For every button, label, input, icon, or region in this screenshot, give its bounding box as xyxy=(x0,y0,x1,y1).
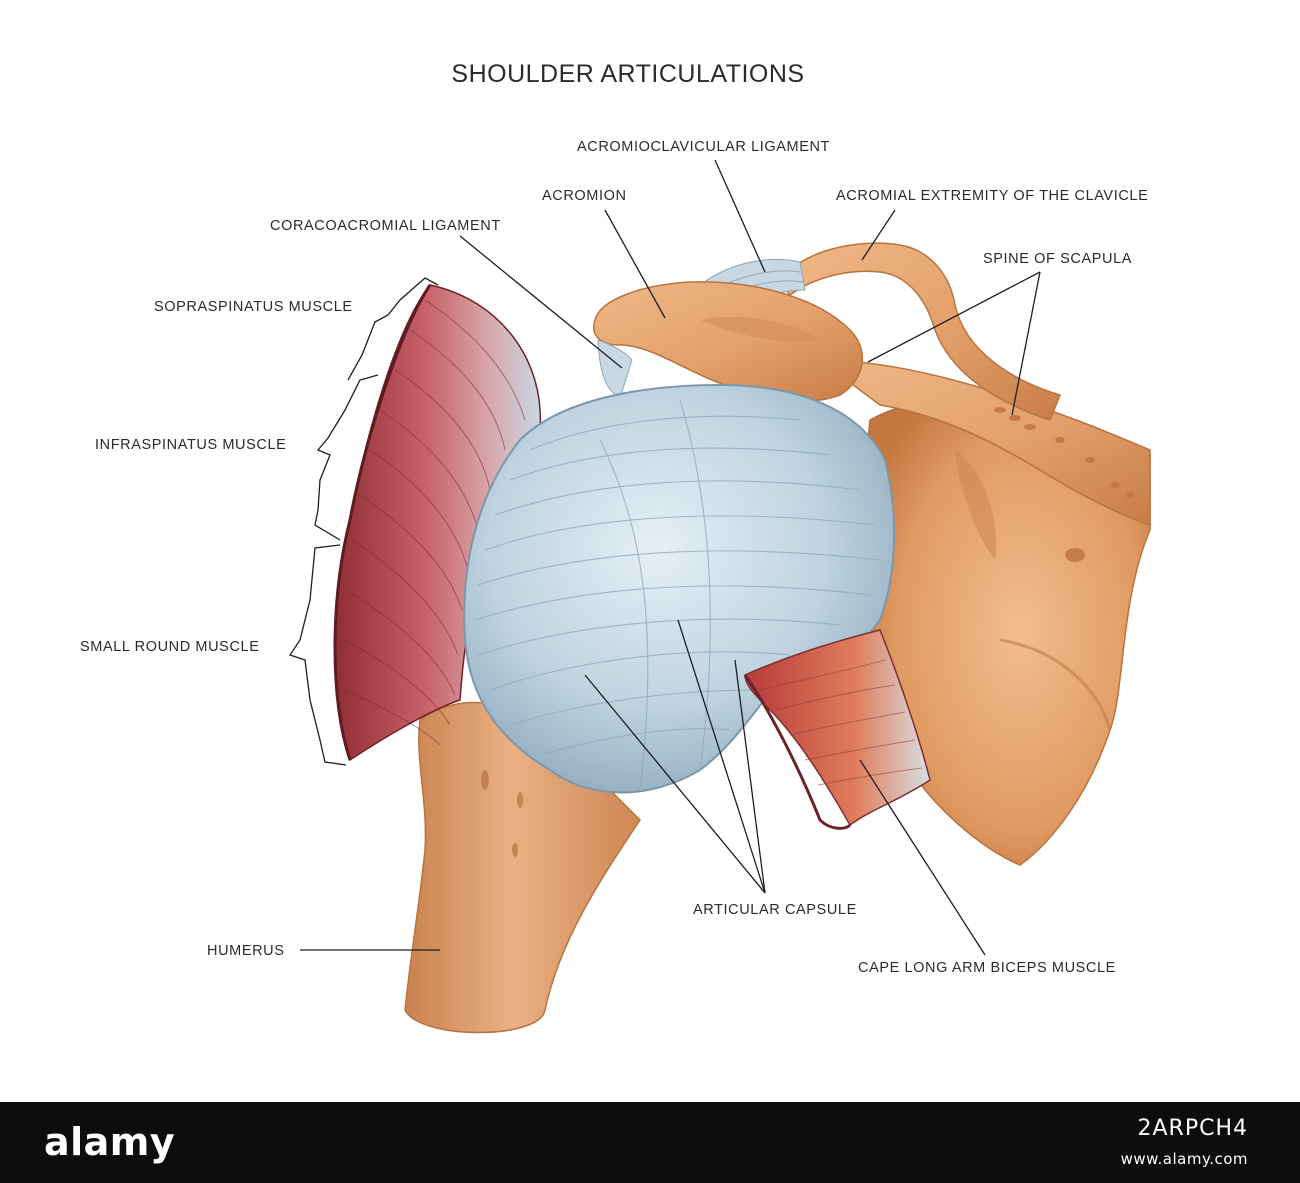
label-acromioclavicular-ligament: ACROMIOCLAVICULAR LIGAMENT xyxy=(577,139,831,155)
label-spine-of-scapula: SPINE OF SCAPULA xyxy=(983,251,1132,267)
diagram-title: SHOULDER ARTICULATIONS xyxy=(451,60,805,88)
website-url: www.alamy.com xyxy=(1120,1150,1248,1168)
label-brackets xyxy=(288,277,439,766)
label-sopraspinatus-muscle: SOPRASPINATUS MUSCLE xyxy=(154,299,353,315)
label-small-round-muscle: SMALL ROUND MUSCLE xyxy=(80,639,260,655)
spine-of-scapula-bone xyxy=(817,359,1151,527)
brand-logo: alamy xyxy=(44,1120,176,1164)
label-humerus: HUMERUS xyxy=(207,943,285,959)
biceps-tendon xyxy=(744,629,931,827)
acromion-bone xyxy=(593,281,864,402)
clavicle xyxy=(779,242,1062,421)
label-articular-capsule: ARTICULAR CAPSULE xyxy=(693,902,857,918)
label-infraspinatus-muscle: INFRASPINATUS MUSCLE xyxy=(95,437,287,453)
image-id: 2ARPCH4 xyxy=(1137,1116,1248,1141)
label-cape-long-arm-biceps-muscle: CAPE LONG ARM BICEPS MUSCLE xyxy=(858,960,1116,976)
leader-lines xyxy=(300,159,1041,956)
label-acromial-extremity-of-clavicle: ACROMIAL EXTREMITY OF THE CLAVICLE xyxy=(836,188,1149,204)
shoulder-illustration xyxy=(288,159,1151,1034)
label-coracoacromial-ligament: CORACOACROMIAL LIGAMENT xyxy=(270,218,501,234)
label-acromion: ACROMION xyxy=(542,188,627,204)
watermark-footer-bar: alamy 2ARPCH4 www.alamy.com xyxy=(0,1102,1300,1183)
coracoacromial-ligament-band xyxy=(597,339,633,399)
